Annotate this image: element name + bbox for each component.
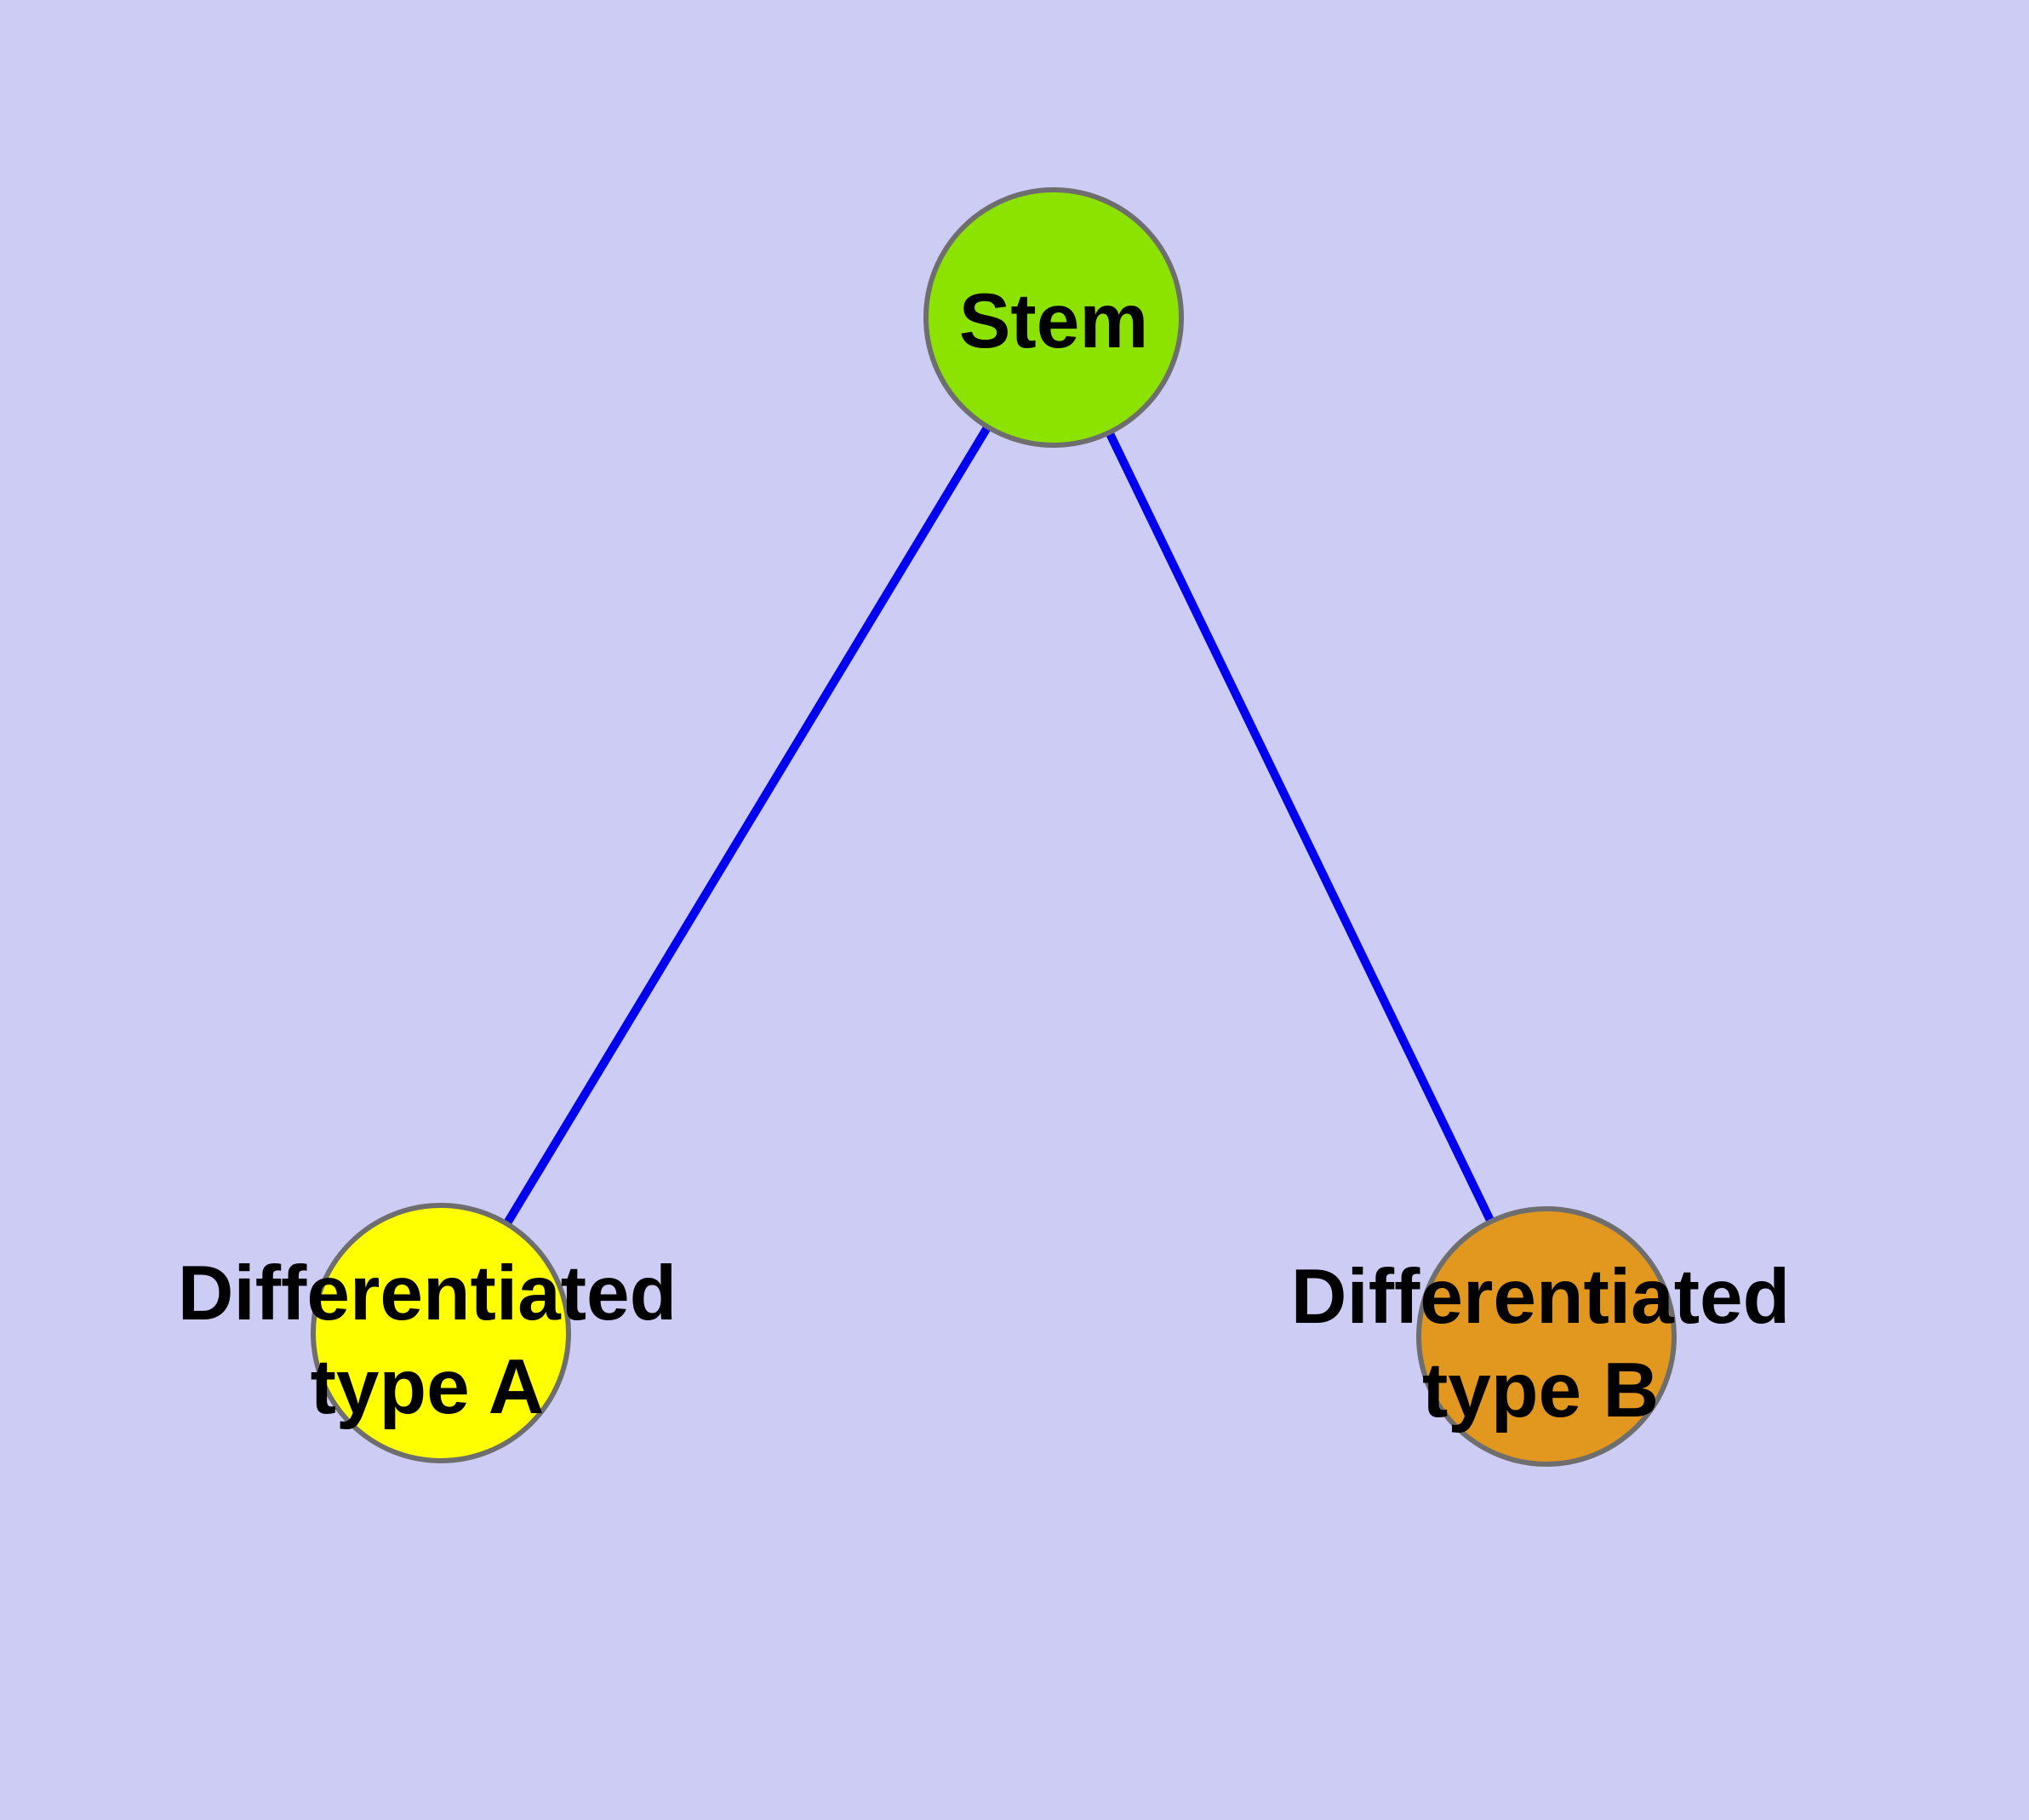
node-differentiated-type-a-label-line1: Differentiated: [178, 1251, 677, 1336]
node-differentiated-type-b-label-line2: type B: [1422, 1348, 1659, 1434]
node-stem-label: Stem: [959, 278, 1149, 364]
node-differentiated-type-b-circle: [1416, 1206, 1677, 1467]
node-stem-circle: [923, 187, 1184, 448]
node-differentiated-type-a-circle: [311, 1203, 571, 1463]
node-stem: Stem: [923, 187, 1184, 448]
edge-stem-to-type-a: [437, 315, 1058, 1336]
node-differentiated-type-b-label-line1: Differentiated: [1291, 1254, 1791, 1340]
node-differentiated-type-a-label-line2: type A: [311, 1344, 545, 1430]
edge-stem-to-type-b: [1049, 315, 1551, 1339]
